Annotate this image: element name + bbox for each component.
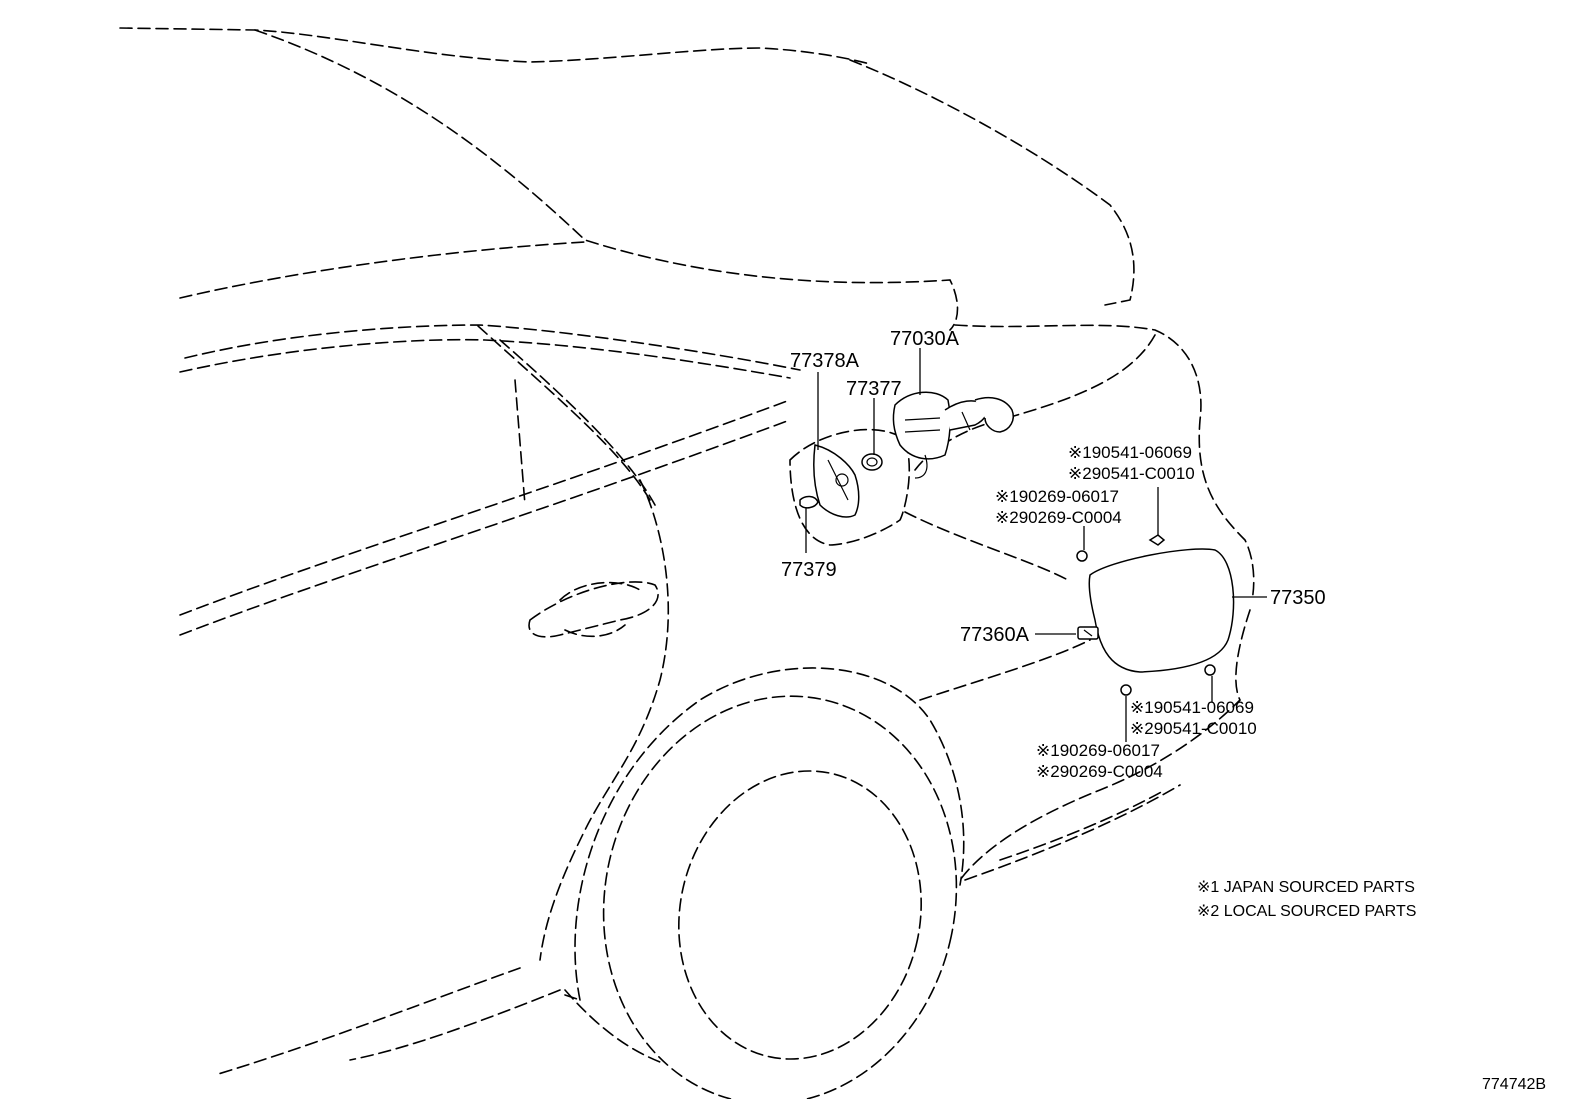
window-line-lower [179,338,791,379]
legend: ※1 JAPAN SOURCED PARTS ※2 LOCAL SOURCED … [1197,879,1416,920]
rocker-line [964,784,1181,881]
part-77030a-actuator [892,391,1014,479]
label-top-screw-japan: ※190269-06017 [995,487,1119,506]
legend-note-japan: ※1 JAPAN SOURCED PARTS [1197,879,1415,896]
car-body-outline [119,27,1255,1099]
label-bottom-screw-local: ※290269-C0004 [1036,762,1163,781]
rear-glass-line [254,29,959,331]
sill-edge [564,994,581,1001]
figure-id: 774742B [1482,1076,1546,1093]
door-rear-edge [514,379,526,506]
part-77379-clip [799,495,819,509]
label-77360a: 77360A [960,624,1030,646]
label-77377: 77377 [846,378,902,400]
tire-outer [602,695,958,1099]
bumper-line [959,609,1251,881]
door-handle [528,581,659,638]
sill-line [214,967,521,1076]
label-bottom-screw-japan: ※190269-06017 [1036,741,1160,760]
wheel-arch [574,667,965,1001]
label-top-nut-japan: ※190541-06069 [1068,443,1192,462]
label-77350: 77350 [1270,587,1326,609]
belt-line [179,241,586,299]
part-77360a-spring [1077,626,1099,640]
legend-note-local: ※2 LOCAL SOURCED PARTS [1197,903,1416,920]
character-line-upper [179,399,791,616]
c-pillar-line [477,325,651,501]
roof-spoiler-line [849,59,1135,306]
label-bottom-nut-japan: ※190541-06069 [1130,698,1254,717]
character-line-lower [179,419,791,636]
fastener-nut-bottom [1204,664,1216,676]
label-77030a: 77030A [890,328,960,350]
part-77350-fuel-lid [1088,548,1235,673]
label-top-nut-local: ※290541-C0010 [1068,464,1195,483]
roof-line [119,27,871,65]
fastener-nut-top [1148,534,1166,546]
part-77378a-bracket [813,444,860,518]
label-77378a: 77378A [790,350,860,372]
leader-lines [805,348,1267,742]
rocker-line-2 [999,789,1166,861]
label-77379: 77379 [781,559,837,581]
door-handle-recess [559,581,641,638]
fastener-screw-bottom [1120,684,1132,696]
fastener-screw-top [1076,550,1088,562]
label-bottom-nut-local: ※290541-C0010 [1130,719,1257,738]
label-top-screw-local: ※290269-C0004 [995,508,1122,527]
lower-body-line [919,639,1091,701]
arch-bottom-line [564,989,661,1063]
housing-to-lid-line [904,511,1069,581]
rear-top-line [954,324,1255,601]
door-line [539,479,670,961]
tire-inner [678,770,922,1060]
window-line [184,324,801,371]
callout-labels: 77030A 77378A 77377 77379 77350 77360A ※… [781,328,1326,781]
part-77377-grommet [861,453,883,471]
sill-line-2 [349,989,561,1061]
